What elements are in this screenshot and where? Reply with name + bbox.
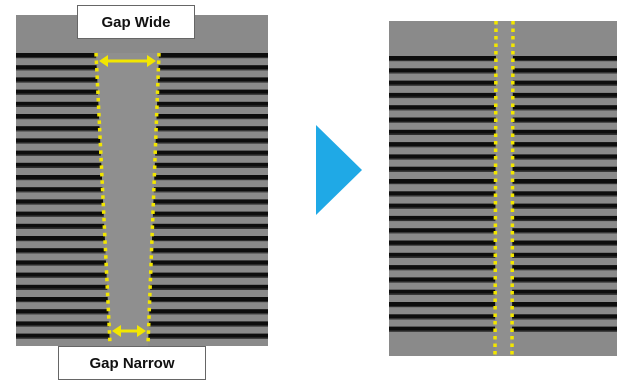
wide-gap-double-arrow-icon	[99, 55, 156, 67]
narrow-gap-double-arrow-icon	[112, 325, 146, 337]
right-triangle-arrow-icon	[316, 125, 362, 215]
gap-narrow-micrograph	[389, 21, 617, 356]
gap-wide-micrograph	[16, 15, 268, 346]
gap-wide-image	[16, 15, 268, 346]
gap-narrow-image	[389, 21, 617, 356]
gap-wide-label: Gap Wide	[77, 5, 195, 39]
gap-region	[495, 21, 513, 356]
gap-outline-left	[493, 21, 498, 356]
gap-outline-left	[94, 52, 112, 345]
gap-outline-right	[510, 21, 515, 356]
gap-outline-right	[146, 52, 161, 345]
transition-arrow-icon	[316, 125, 362, 215]
gap-narrow-label: Gap Narrow	[58, 346, 206, 380]
gap-region	[96, 53, 159, 346]
